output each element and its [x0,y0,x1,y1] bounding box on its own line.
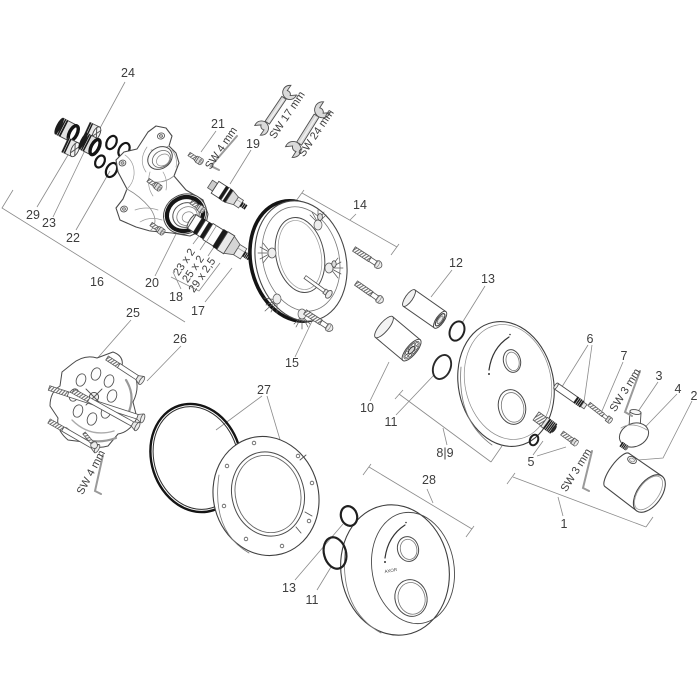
svg-text:15: 15 [285,356,299,370]
svg-text:20: 20 [145,276,159,290]
svg-text:24: 24 [121,66,135,80]
svg-text:8|9: 8|9 [436,446,453,460]
svg-text:13: 13 [481,272,495,286]
svg-text:5: 5 [528,455,535,469]
svg-text:29: 29 [26,208,40,222]
svg-text:6: 6 [587,332,594,346]
svg-text:21: 21 [211,117,225,131]
svg-text:16: 16 [90,275,104,289]
svg-text:13: 13 [282,581,296,595]
svg-text:11: 11 [385,415,398,429]
svg-text:3: 3 [656,369,663,383]
svg-text:7: 7 [621,349,628,363]
svg-text:12: 12 [449,256,463,270]
svg-text:25: 25 [126,306,140,320]
svg-text:28: 28 [422,473,436,487]
svg-text:23: 23 [42,216,56,230]
svg-text:26: 26 [173,332,187,346]
svg-text:22: 22 [66,231,80,245]
svg-text:11: 11 [306,593,319,607]
svg-text:AXOR: AXOR [384,567,398,574]
svg-text:19: 19 [246,137,260,151]
svg-text:1: 1 [561,517,568,531]
svg-text:18: 18 [169,290,183,304]
svg-text:10: 10 [360,401,374,415]
svg-text:27: 27 [257,383,271,397]
svg-text:17: 17 [191,304,205,318]
svg-text:14: 14 [353,198,367,212]
svg-text:2: 2 [691,389,698,403]
svg-text:4: 4 [675,382,682,396]
